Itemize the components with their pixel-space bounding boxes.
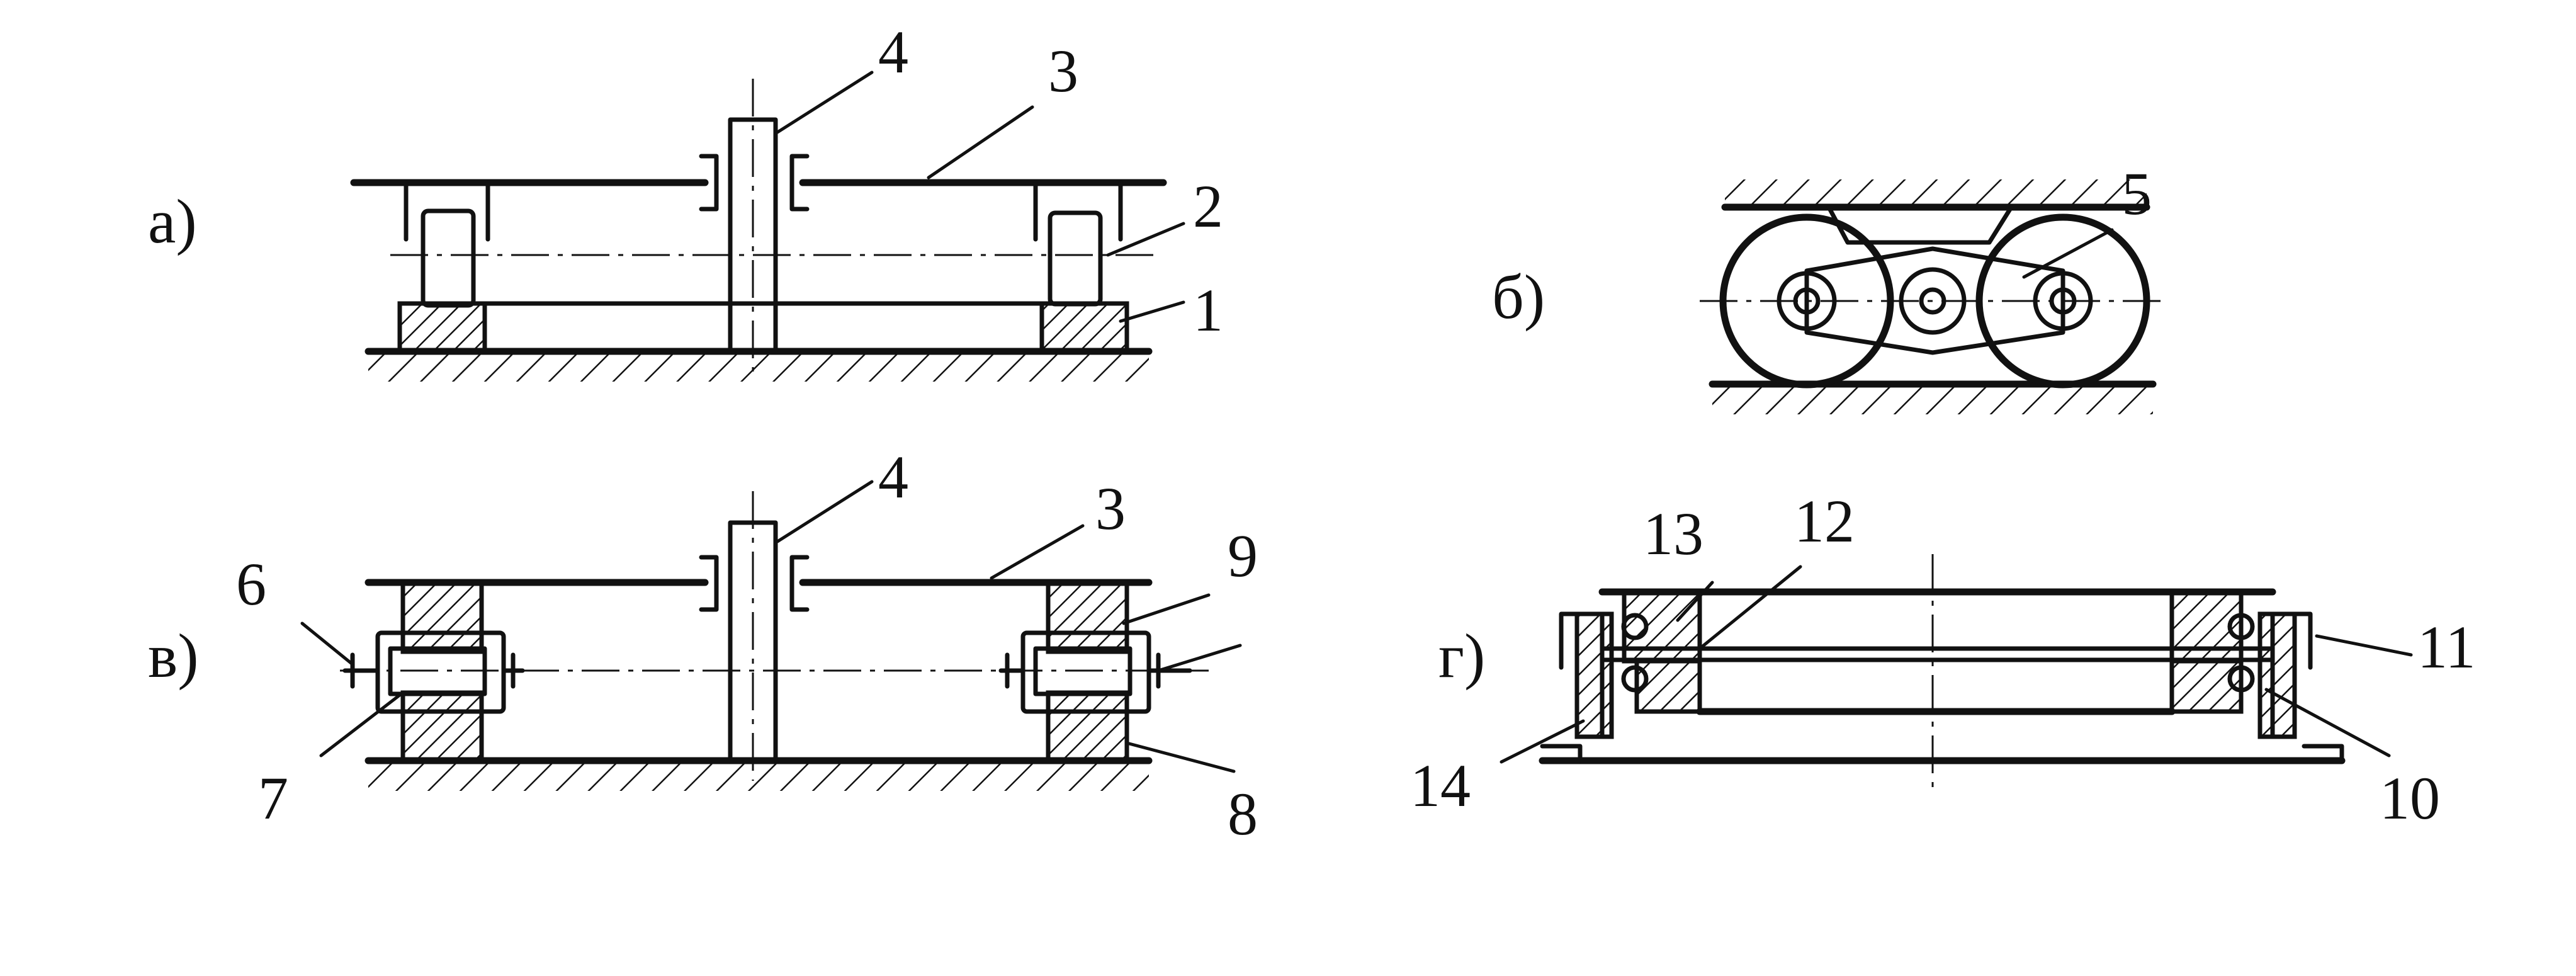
callout-4: 4 — [878, 18, 908, 86]
panel-g-right-bearing — [2169, 589, 2313, 739]
panel-v-platform — [364, 555, 1153, 612]
panel-b-label: б) — [1492, 262, 1545, 332]
panel-b-top-surface — [1721, 179, 2150, 211]
panel-b-balance-bar — [1804, 246, 2065, 355]
panel-b-bottom-surface — [1709, 380, 2157, 414]
panel-g-left-bearing — [1559, 589, 1702, 739]
panel-a-shaft — [728, 79, 778, 372]
panel-g-leaders — [1500, 565, 2413, 764]
panel-g-base — [1539, 744, 2346, 764]
callout-3-v: 3 — [1095, 475, 1126, 542]
panel-g-ring — [1598, 588, 2276, 715]
callout-1: 1 — [1193, 276, 1223, 344]
callout-10: 10 — [2380, 764, 2440, 832]
panel-v-leaders — [300, 480, 1242, 773]
callout-13: 13 — [1643, 500, 1703, 567]
callout-6: 6 — [236, 550, 266, 618]
panel-g: г) — [1410, 487, 2475, 832]
panel-v-ground — [364, 757, 1153, 791]
panel-v-label: в) — [148, 621, 199, 691]
panel-a-right-roller — [1033, 180, 1129, 354]
callout-8: 8 — [1228, 780, 1258, 848]
callout-3: 3 — [1048, 37, 1078, 105]
panel-a-platform — [350, 154, 1167, 212]
panel-v-right-post — [998, 580, 1192, 763]
panel-g-label: г) — [1438, 621, 1485, 691]
panel-a-leaders — [776, 71, 1185, 323]
panel-b-leader — [2022, 228, 2114, 279]
panel-v-shaft — [728, 491, 778, 781]
callout-14: 14 — [1410, 752, 1471, 819]
callout-5: 5 — [2121, 160, 2152, 227]
panel-a-left-roller — [397, 180, 490, 354]
panel-a-ground — [364, 348, 1153, 382]
callout-11: 11 — [2417, 613, 2475, 681]
panel-v: в) — [148, 443, 1258, 848]
panel-b: б) 5 — [1492, 160, 2166, 414]
callout-9: 9 — [1228, 522, 1258, 589]
callout-7: 7 — [258, 764, 288, 832]
callout-12: 12 — [1794, 487, 1855, 555]
panel-a-label: а) — [148, 186, 197, 256]
callout-4-v: 4 — [878, 443, 908, 511]
callout-2: 2 — [1193, 173, 1223, 240]
panel-v-left-post — [342, 580, 525, 763]
panel-a: а) — [148, 18, 1223, 382]
